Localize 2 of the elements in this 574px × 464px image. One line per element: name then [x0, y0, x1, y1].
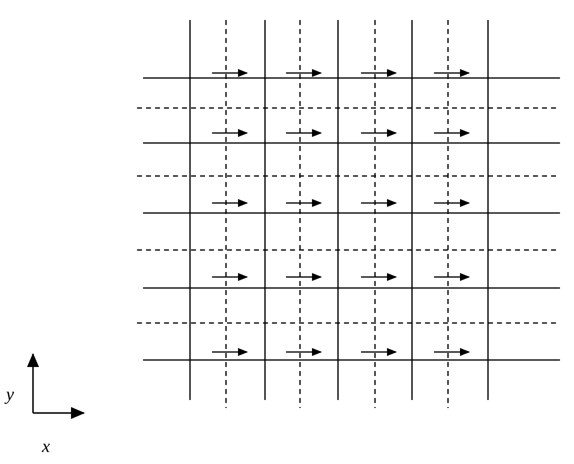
axis-label: y — [6, 384, 14, 404]
axis-label: x — [42, 436, 50, 456]
